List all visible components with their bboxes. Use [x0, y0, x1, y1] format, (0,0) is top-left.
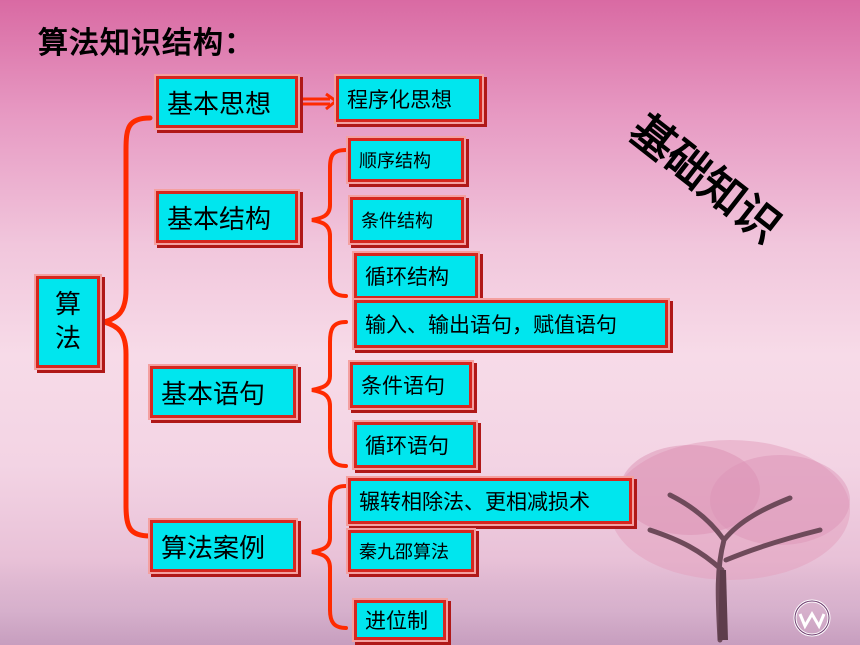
child-euclid-method: 辗转相除法、更相减损术 [348, 478, 632, 524]
child-loop-structure: 循环结构 [354, 253, 478, 299]
brace-structure [311, 148, 348, 298]
brace-cases [311, 484, 348, 630]
root-node: 算 法 [36, 276, 100, 368]
child-qin-jiushao-algorithm: 秦九邵算法 [348, 530, 474, 572]
child-condition-statement: 条件语句 [350, 362, 472, 408]
child-sequence-structure: 顺序结构 [348, 138, 464, 182]
brace-statement [311, 320, 348, 468]
tree-illustration [610, 440, 850, 643]
page-title: 算法知识结构： [38, 26, 255, 61]
child-program-idea: 程序化思想 [336, 76, 482, 122]
branch-basic-structure: 基本结构 [156, 191, 298, 243]
logo-icon [793, 599, 831, 637]
root-line-2: 法 [54, 324, 81, 354]
branch-basic-idea: 基本思想 [156, 76, 298, 128]
child-condition-structure: 条件结构 [350, 197, 464, 243]
branch-basic-statement: 基本语句 [150, 366, 296, 418]
root-line-1: 算 [54, 290, 81, 320]
child-number-base: 进位制 [354, 600, 446, 640]
branch-algorithm-cases: 算法案例 [150, 520, 296, 572]
child-loop-statement: 循环语句 [354, 422, 476, 468]
child-io-assign-statement: 输入、输出语句，赋值语句 [354, 300, 668, 348]
root-brace [94, 115, 153, 539]
